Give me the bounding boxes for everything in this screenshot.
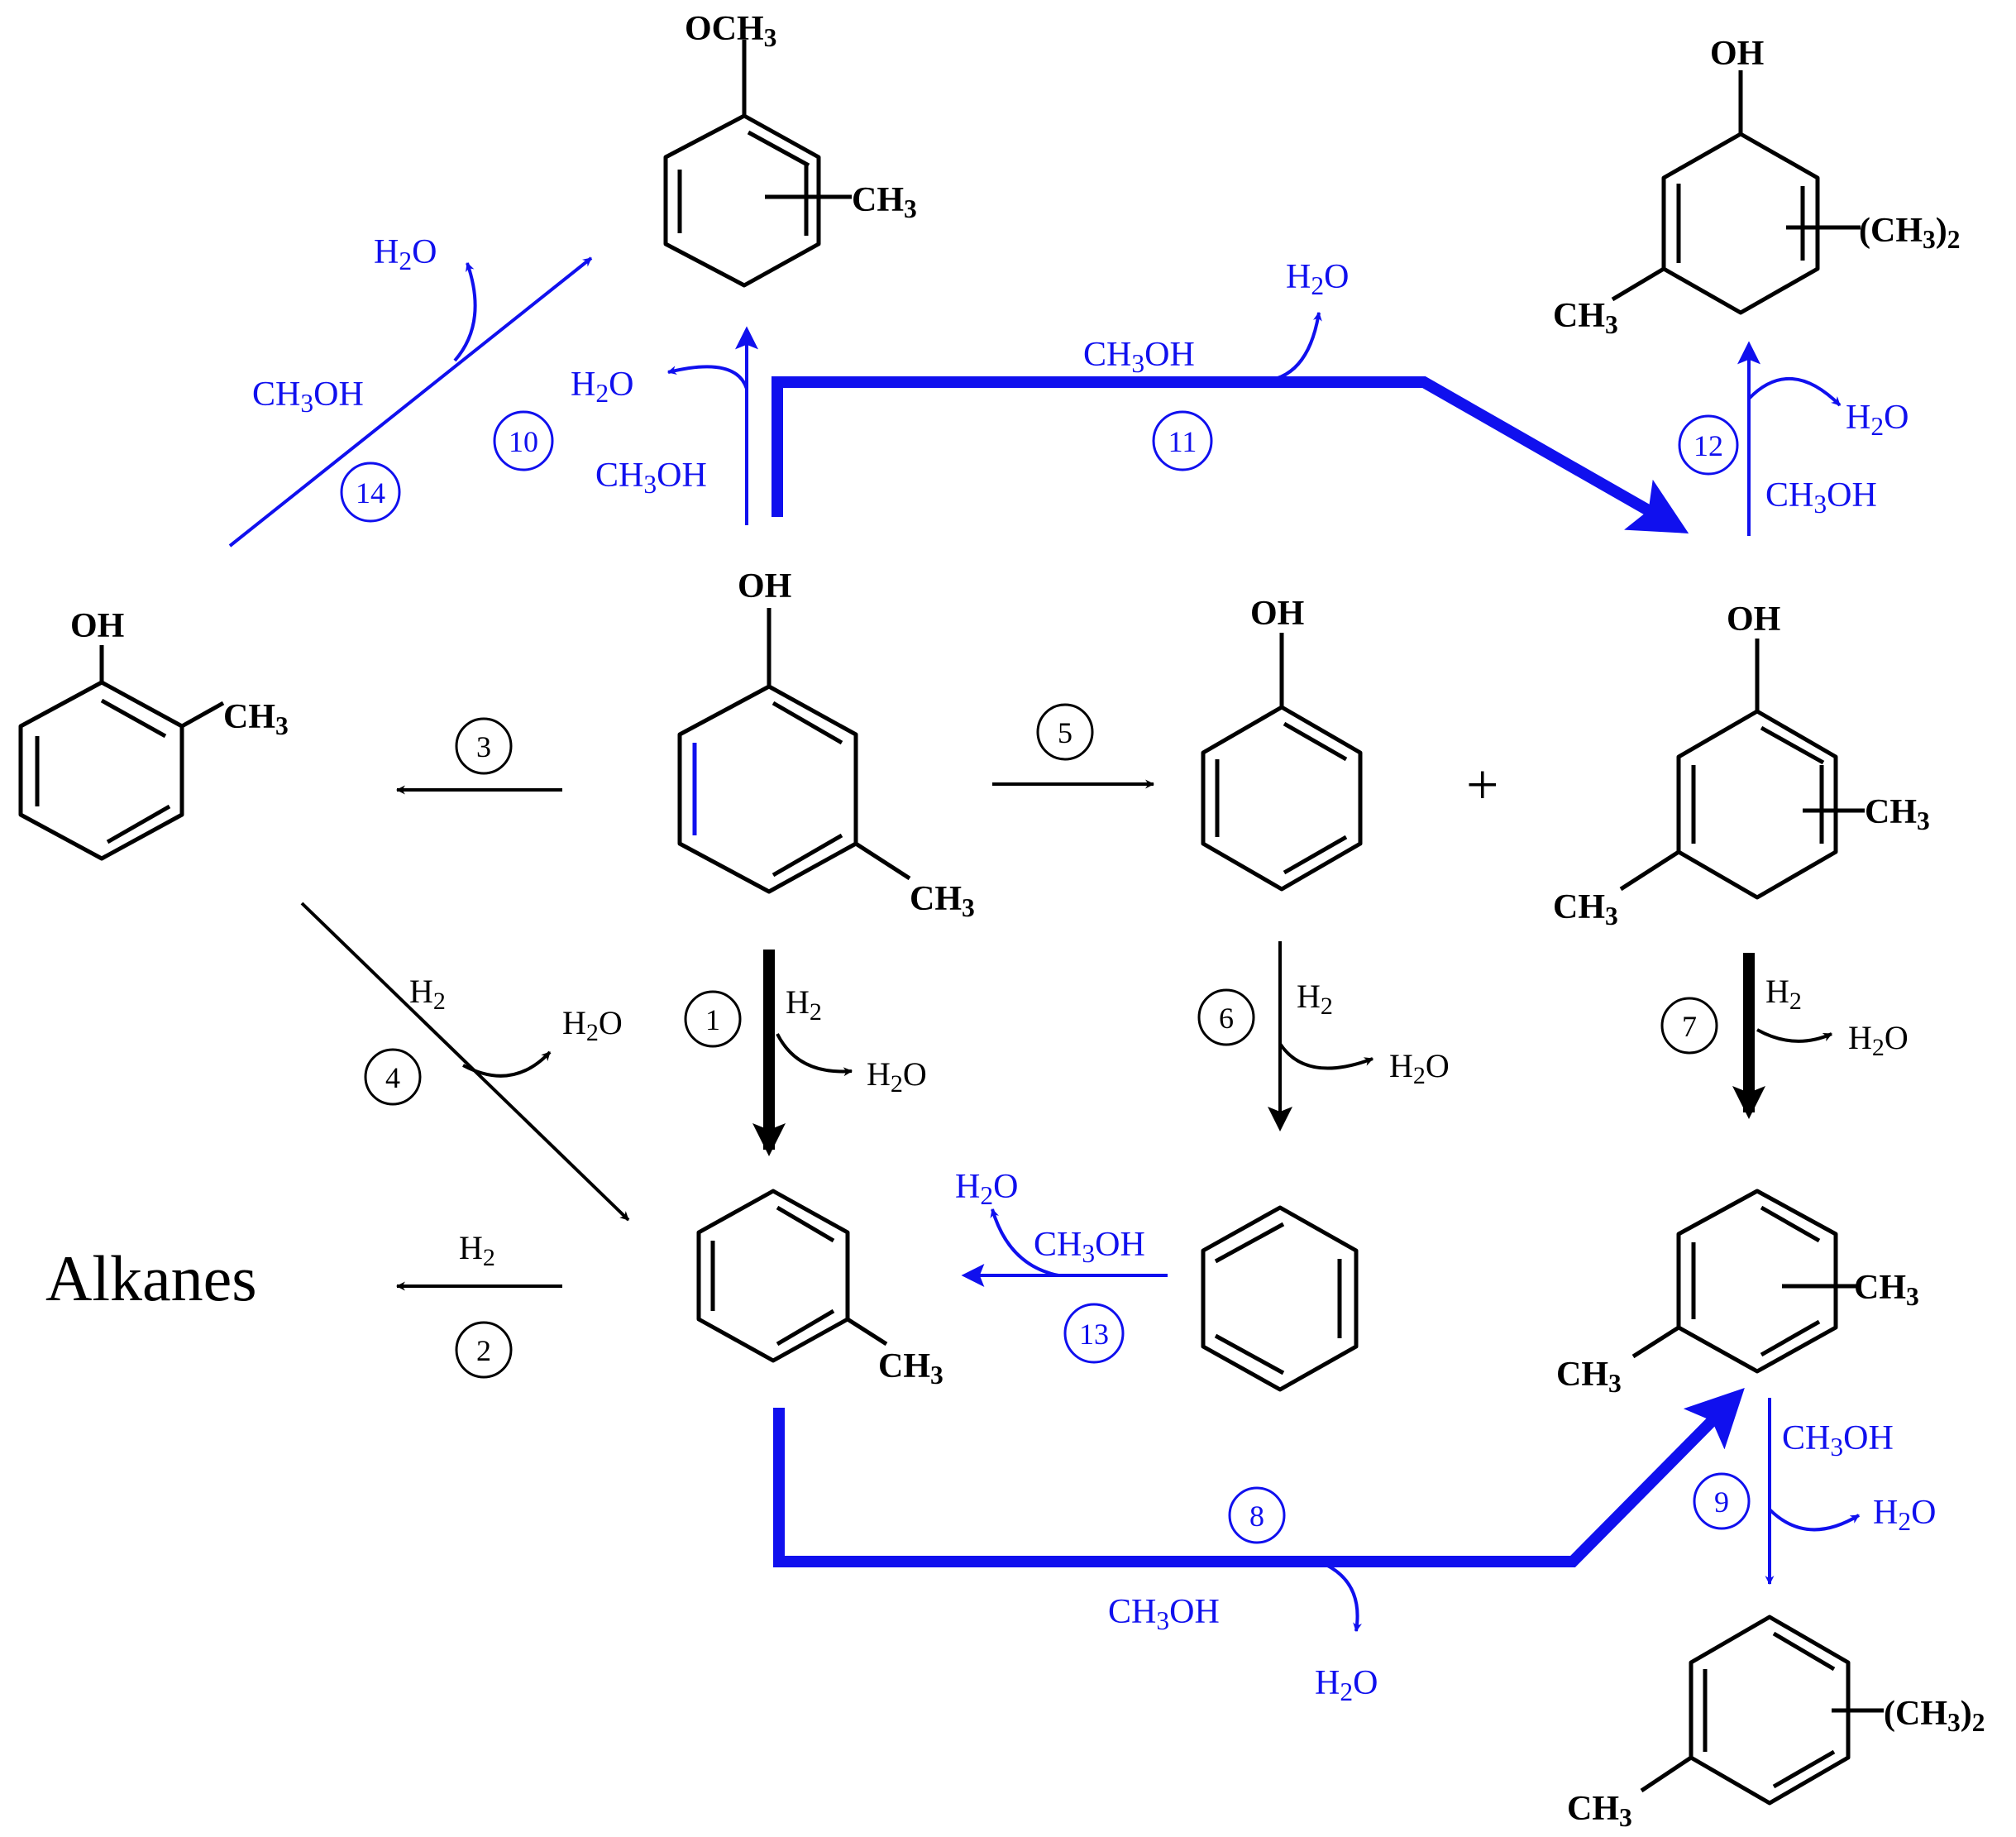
- h2-label-step-6: H2: [1297, 978, 1333, 1020]
- h2o-label-step-9: H2O: [1873, 1494, 1936, 1536]
- toluene-ch3-label: CH3: [878, 1347, 944, 1390]
- svg-text:9: 9: [1714, 1485, 1729, 1519]
- arrow-step-14: [228, 256, 593, 548]
- curl-step-7: [1756, 1028, 1833, 1043]
- h2o-label-step-14: H2O: [374, 233, 437, 275]
- h2o-label-step-11: H2O: [1286, 258, 1349, 300]
- trimethylphenol-ch3-2-label: (CH3)2: [1859, 212, 1961, 254]
- m-cresol-oh-label: OH: [738, 567, 791, 605]
- trimethylphenol-ch3-label: CH3: [1553, 297, 1618, 339]
- trimethylphenol-ring: [1611, 70, 1861, 315]
- plus-sign: +: [1466, 753, 1498, 817]
- step-circle-8: 8: [1228, 1486, 1286, 1544]
- methylanisole-ch3-label: CH3: [852, 181, 917, 223]
- o-cresol-ring: [18, 645, 225, 861]
- h2-label-step-1: H2: [786, 983, 822, 1026]
- xylene-ch3-left-label: CH3: [1556, 1356, 1622, 1398]
- methylanisole-och3-label: OCH3: [685, 10, 776, 52]
- svg-text:12: 12: [1694, 429, 1723, 462]
- benzene-ring: [1201, 1205, 1359, 1392]
- xylenol-ring: [1619, 639, 1865, 900]
- arrow-step-4: [300, 902, 630, 1222]
- xylenol-ch3-left-label: CH3: [1553, 888, 1618, 930]
- trimethylphenol-oh-label: OH: [1710, 35, 1764, 73]
- trimethylbenzene-ch3-label: CH3: [1567, 1790, 1632, 1832]
- trimethylbenzene-ring: [1640, 1615, 1884, 1806]
- curl-step-11: [1246, 311, 1322, 383]
- trimethylbenzene-ch3-2-label: (CH3)2: [1884, 1695, 1985, 1737]
- ch3oh-label-step-14: CH3OH: [252, 376, 364, 418]
- xylene-ring: [1631, 1189, 1856, 1374]
- svg-text:4: 4: [385, 1061, 400, 1094]
- ch3oh-label-step-11: CH3OH: [1083, 336, 1195, 378]
- h2o-label-step-6: H2O: [1389, 1047, 1450, 1089]
- ch3oh-label-step-9: CH3OH: [1782, 1419, 1894, 1461]
- step-circle-9: 9: [1693, 1472, 1751, 1530]
- step-circle-12: 12: [1678, 414, 1739, 476]
- h2-label-step-2: H2: [459, 1229, 495, 1271]
- ch3oh-label-step-12: CH3OH: [1765, 476, 1877, 519]
- h2-label-step-7: H2: [1765, 973, 1802, 1015]
- step-circle-2: 2: [455, 1321, 513, 1379]
- step-circle-1: 1: [684, 990, 742, 1048]
- step-circle-14: 14: [340, 462, 401, 523]
- step-circle-7: 7: [1660, 997, 1718, 1055]
- svg-text:11: 11: [1168, 425, 1197, 458]
- step-circle-11: 11: [1152, 410, 1213, 471]
- svg-text:7: 7: [1682, 1010, 1697, 1043]
- alkanes-label: Alkanes: [45, 1242, 257, 1314]
- svg-text:5: 5: [1058, 716, 1072, 749]
- step-circle-5: 5: [1036, 703, 1094, 761]
- svg-text:3: 3: [476, 730, 491, 763]
- svg-text:8: 8: [1249, 1500, 1264, 1533]
- phenol-ring: [1201, 633, 1363, 892]
- curl-step-9: [1768, 1508, 1861, 1532]
- h2-label-step-4: H2: [409, 973, 446, 1015]
- arrow-step-11: [772, 376, 1689, 533]
- curl-step-13: [990, 1208, 1059, 1277]
- h2o-label-step-4: H2O: [562, 1004, 623, 1046]
- m-cresol-ring: [677, 608, 911, 894]
- h2o-label-step-8: H2O: [1315, 1664, 1378, 1706]
- step-circle-3: 3: [455, 717, 513, 775]
- h2o-label-step-7: H2O: [1848, 1019, 1909, 1061]
- step-circle-10: 10: [493, 410, 554, 471]
- o-cresol-ch3-label: CH3: [223, 698, 289, 740]
- curl-step-8: [1318, 1560, 1363, 1633]
- methylanisole-ring: [663, 40, 852, 288]
- xylenol-ch3-right-label: CH3: [1865, 793, 1930, 835]
- h2o-label-step-12: H2O: [1846, 399, 1909, 441]
- svg-text:13: 13: [1079, 1318, 1109, 1351]
- phenol-oh-label: OH: [1250, 595, 1304, 633]
- xylenol-oh-label: OH: [1727, 600, 1780, 639]
- curl-step-12: [1747, 377, 1842, 407]
- h2o-label-step-13: H2O: [955, 1168, 1018, 1210]
- m-cresol-ch3-label: CH3: [910, 880, 975, 922]
- curl-step-14: [453, 261, 477, 362]
- ch3oh-label-step-10: CH3OH: [595, 457, 707, 499]
- svg-text:1: 1: [705, 1003, 720, 1036]
- svg-text:14: 14: [356, 476, 385, 509]
- step-circle-6: 6: [1197, 988, 1255, 1046]
- h2o-label-step-10: H2O: [571, 366, 633, 408]
- curl-step-6: [1278, 1042, 1374, 1070]
- svg-text:2: 2: [476, 1334, 491, 1367]
- curl-step-4: [462, 1050, 552, 1078]
- curl-step-1: [776, 1033, 853, 1077]
- svg-text:10: 10: [509, 425, 538, 458]
- step-circle-13: 13: [1063, 1303, 1125, 1364]
- o-cresol-oh-label: OH: [70, 607, 124, 645]
- h2o-label-step-1: H2O: [867, 1055, 927, 1098]
- curl-step-10: [666, 365, 748, 390]
- ch3oh-label-step-8: CH3OH: [1108, 1593, 1220, 1635]
- ch3oh-label-step-13: CH3OH: [1034, 1226, 1145, 1268]
- xylene-ch3-right-label: CH3: [1854, 1269, 1919, 1311]
- toluene-ring: [696, 1189, 888, 1363]
- arrow-step-8: [773, 1388, 1745, 1567]
- step-circle-4: 4: [364, 1048, 422, 1106]
- svg-text:6: 6: [1219, 1002, 1234, 1035]
